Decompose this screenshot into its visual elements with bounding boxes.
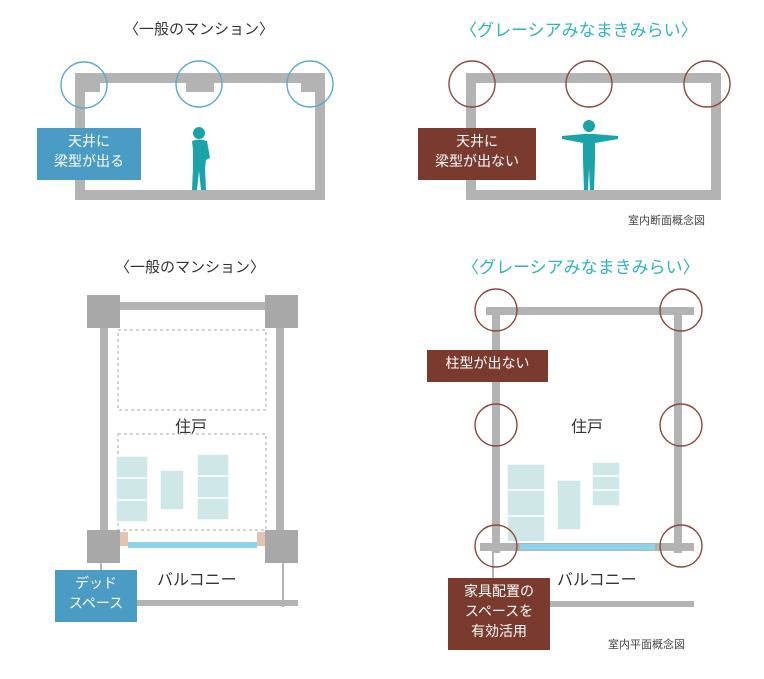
- balcony-label-right: バルコニー: [557, 570, 637, 589]
- callout-no-beams-line-2: 梁型が出ない: [435, 154, 519, 170]
- plan-left-column-br: [265, 530, 298, 563]
- column-circle-mr: [659, 403, 703, 447]
- title-top-right: 〈グレーシアみなまきみらい〉: [460, 21, 698, 41]
- callout-dead-space-line-1: デッド: [75, 576, 117, 592]
- callout-beams-appear-line-1: 天井に: [68, 134, 110, 150]
- plan-left-balcony-wall-right: [282, 563, 284, 607]
- callout-no-columns: 柱型が出ない: [427, 350, 548, 382]
- plan-left-balcony-rail: [100, 600, 298, 606]
- plan-left-column-bl: [87, 530, 120, 563]
- callout-furniture-space-line-2: スペースを: [464, 604, 534, 620]
- plan-left-column-tl: [87, 295, 120, 328]
- plan-left-wall-right: [276, 310, 284, 546]
- column-circle-br: [659, 524, 703, 568]
- beam-left-3: [301, 78, 321, 92]
- column-circle-tr: [659, 288, 703, 332]
- beam-circle-left-2: [175, 60, 223, 108]
- callout-furniture-space-line-3: 有効活用: [471, 624, 527, 640]
- callout-beams-appear-line-2: 梁型が出る: [54, 154, 124, 170]
- column-circle-ml: [474, 403, 518, 447]
- plan-left-deadspace-left: [120, 532, 128, 546]
- plan-right-balcony-rail: [490, 601, 694, 607]
- beam-circle-right-3: [683, 60, 731, 108]
- plan-right-wall-right: [674, 307, 682, 553]
- plan-right-window: [520, 544, 655, 550]
- callout-dead-space: デッド スペース: [55, 570, 137, 622]
- callout-furniture-space: 家具配置の スペースを 有効活用: [448, 578, 550, 650]
- beam-circle-right-2: [565, 60, 613, 108]
- title-top-left: 〈一般のマンション〉: [124, 20, 275, 38]
- callout-beams-appear: 天井に 梁型が出る: [37, 128, 141, 180]
- plan-left-wall-left: [100, 310, 108, 546]
- title-bottom-right: 〈グレーシアみなまきみらい〉: [462, 258, 700, 278]
- beam-left-1: [80, 78, 100, 92]
- plan-left: [87, 295, 298, 607]
- callout-no-columns-text: 柱型が出ない: [445, 356, 530, 372]
- plan-left-column-tr: [265, 295, 298, 328]
- plan-left-furniture: [115, 453, 230, 523]
- callout-furniture-space-line-1: 家具配置の: [464, 584, 534, 600]
- plan-left-wall-top: [100, 302, 284, 310]
- plan-left-dashed-room-top: [117, 329, 267, 411]
- room-label-right: 住戸: [571, 417, 604, 436]
- plan-left-window: [128, 542, 257, 548]
- title-bottom-left: 〈一般のマンション〉: [115, 258, 266, 276]
- person-arms-spread-icon: [562, 120, 618, 190]
- callout-dead-space-line-2: スペース: [68, 596, 124, 612]
- person-standing-icon: [192, 127, 210, 190]
- beam-left-2: [186, 78, 214, 92]
- plan-right: [474, 288, 703, 607]
- plan-right-wall-left: [492, 307, 500, 553]
- beam-circle-right-1: [448, 60, 496, 108]
- caption-section-view: 室内断面概念図: [628, 214, 705, 227]
- callout-no-beams: 天井に 梁型が出ない: [418, 128, 536, 180]
- plan-right-wall-top: [486, 307, 694, 315]
- room-label-left: 住戸: [175, 417, 208, 436]
- caption-plan-view: 室内平面概念図: [608, 638, 685, 651]
- callout-no-beams-line-1: 天井に: [456, 134, 498, 150]
- balcony-label-left: バルコニー: [157, 570, 237, 589]
- beam-circle-left-3: [286, 60, 334, 108]
- column-circle-tl: [474, 288, 518, 332]
- column-circle-bl: [474, 524, 518, 568]
- plan-left-deadspace-right: [257, 532, 265, 546]
- beam-circle-left-1: [60, 61, 108, 109]
- plan-right-furniture: [506, 461, 621, 543]
